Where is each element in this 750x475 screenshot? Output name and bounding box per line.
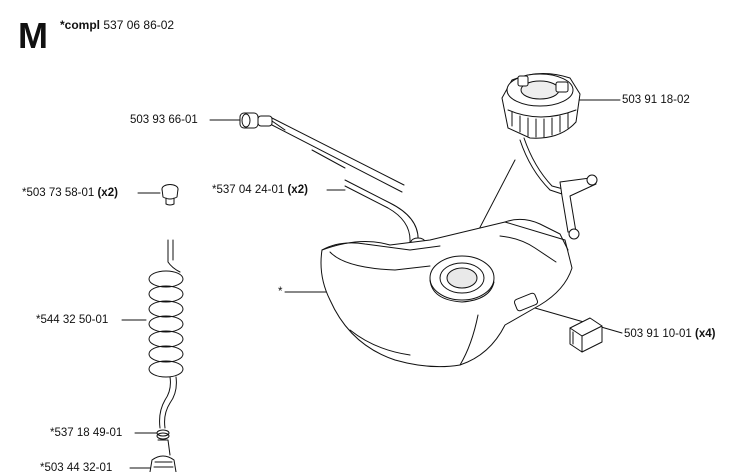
fuel-tank [320,218,573,368]
part-label-p4: *537 04 24-01 (x2) [212,184,308,196]
complete-assembly-number: *compl 537 06 86-02 [60,18,175,32]
hose-clamp-ring [156,429,170,440]
leader-p7 [534,307,623,334]
part-label-p1: 503 93 66-01 [130,114,198,126]
part-label-p6: *544 32 50-01 [36,314,109,326]
part-label-p5: * [278,286,283,298]
rubber-mount-block [569,317,603,353]
fuel-filter-fitting [239,112,286,131]
coiled-fuel-line [148,239,184,429]
section-letter: M [18,15,48,56]
fuel-hose-pair [271,117,419,243]
fuel-cap [501,73,581,139]
part-label-p3: *503 73 58-01 (x2) [22,187,118,199]
fuel-filter [149,439,177,472]
part-label-p8: *537 18 49-01 [50,427,123,439]
tank-plug [161,184,179,206]
part-label-p9: *503 44 32-01 [40,462,113,474]
part-label-p2: 503 91 18-02 [622,94,690,106]
part-label-p7: 503 91 10-01 (x4) [624,328,716,340]
cap-retainer-strap [519,137,598,240]
